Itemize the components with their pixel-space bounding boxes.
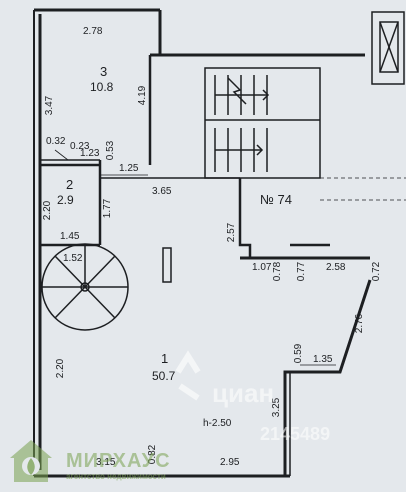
right-lower-wall — [283, 370, 300, 476]
room-1-number: 1 — [161, 351, 169, 366]
dim-0-53: 0.53 — [105, 140, 117, 161]
dim-leader — [54, 149, 69, 161]
dim-1-45: 1.45 — [60, 231, 80, 242]
dim-1-35: 1.35 — [313, 354, 333, 365]
stair-frame — [204, 67, 321, 179]
dim-0-23: 0.23 — [70, 141, 90, 152]
dim-1-23: 1.23 — [80, 148, 100, 159]
dim-0-59: 0.59 — [293, 343, 305, 364]
shaft-outer — [371, 11, 405, 85]
dim-0-77: 0.77 — [296, 261, 308, 282]
dimension-lines — [54, 149, 336, 366]
dim-1-25: 1.25 — [119, 163, 139, 174]
spiral-tread — [84, 255, 116, 288]
dim-room3-left: 3.47 — [44, 95, 56, 116]
cian-logo — [175, 350, 201, 401]
dim-1-07: 1.07 — [252, 262, 272, 273]
right-diagonal-wall — [300, 279, 372, 374]
dim-room2-left: 2.20 — [42, 200, 54, 221]
spiral-tread — [54, 255, 86, 288]
shaft-inner — [379, 21, 399, 73]
staircase — [204, 67, 321, 179]
apartment-number: № 74 — [260, 192, 293, 207]
dim-0-72: 0.72 — [371, 261, 383, 282]
dim-1-52: 1.52 — [63, 253, 83, 264]
dim-room2-right: 1.77 — [102, 198, 114, 219]
room-3-number: 3 — [100, 64, 108, 79]
agency-logo-icon — [10, 440, 52, 482]
agency-subtitle: агентство недвижимости — [66, 472, 166, 481]
outer-walls — [33, 8, 372, 478]
shaft-cross — [379, 21, 399, 73]
ceiling-height: h-2.50 — [203, 418, 232, 429]
listing-id-watermark: 2145489 — [260, 424, 331, 444]
dim-bottom-left: 3.15 — [96, 457, 116, 468]
stair-arrow — [262, 89, 270, 101]
room-2-number: 2 — [66, 177, 74, 192]
dim-bottom-right: 2.95 — [220, 457, 240, 468]
cian-logo-mark — [175, 350, 201, 401]
agency-watermark: МИРХАУС — [66, 450, 171, 472]
cian-watermark: циан — [212, 378, 275, 408]
room-2-area: 2.9 — [57, 193, 74, 207]
dim-0-78: 0.78 — [272, 261, 284, 282]
dim-2-57: 2.57 — [226, 222, 238, 243]
column — [162, 247, 172, 283]
dim-room3-right: 4.19 — [137, 85, 149, 106]
dim-2-76: 2.76 — [354, 313, 366, 334]
elevator-shaft — [320, 11, 406, 201]
dim-2-58: 2.58 — [326, 262, 346, 273]
room-3-area: 10.8 — [90, 80, 114, 94]
stair-break — [227, 77, 247, 105]
dim-left-lower: 2.20 — [55, 358, 67, 379]
dim-0-32: 0.32 — [46, 136, 66, 147]
room-1-area: 50.7 — [152, 369, 176, 383]
spiral-stair — [41, 243, 129, 331]
dim-top-width: 2.78 — [83, 26, 103, 37]
spiral-tread — [54, 286, 86, 319]
apartment-divider-wall — [238, 178, 252, 258]
stair-arrow — [256, 144, 264, 156]
spiral-tread — [84, 286, 116, 319]
dim-3-65: 3.65 — [152, 186, 172, 197]
